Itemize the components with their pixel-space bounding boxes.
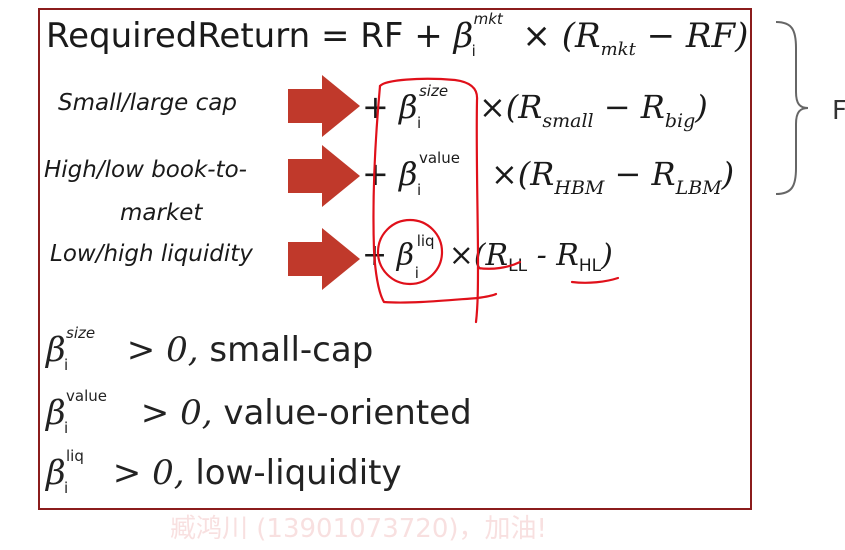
equals-sign: = bbox=[320, 16, 350, 56]
r-hl-sub: HL bbox=[578, 256, 602, 276]
value-close: ) bbox=[721, 155, 735, 193]
size-close: ) bbox=[695, 88, 708, 126]
condition-relation: > 0, bbox=[102, 453, 185, 493]
r-big-sub: big bbox=[664, 110, 696, 132]
liq-close: ) bbox=[601, 238, 613, 273]
size-factor-term: + β size i ×(Rsmall − Rbig) bbox=[362, 82, 708, 132]
condition-text: low-liquidity bbox=[184, 453, 402, 493]
condition-size: β size i > 0, small-cap bbox=[46, 324, 374, 374]
label-book-to-market: High/low book-to- bbox=[44, 157, 247, 183]
value-factor-term: + β value i ×(RHBM − RLBM) bbox=[362, 149, 735, 199]
condition-relation: > 0, bbox=[130, 393, 213, 433]
r-hbm-sub: HBM bbox=[554, 177, 605, 199]
beta-size-sup: size bbox=[418, 82, 449, 100]
beta-size: β size i bbox=[398, 82, 449, 132]
value-minus: − R bbox=[604, 155, 676, 193]
slide-frame bbox=[38, 8, 752, 510]
beta-mkt-sub: i bbox=[471, 42, 476, 60]
condition-liquidity: β liq i > 0, low-liquidity bbox=[46, 447, 402, 497]
beta-liq: β liq i bbox=[396, 232, 435, 282]
condition-value: β value i > 0, value-oriented bbox=[46, 387, 472, 437]
beta-value-sub: i bbox=[416, 181, 422, 199]
size-minus: − R bbox=[593, 88, 665, 126]
beta-sub: i bbox=[64, 356, 69, 374]
beta-liq: β liq i bbox=[46, 447, 84, 497]
required-return-label: RequiredReturn bbox=[46, 16, 311, 56]
beta-size-sub: i bbox=[416, 114, 422, 132]
times-sign: × bbox=[522, 16, 551, 56]
beta-value-sup: value bbox=[418, 149, 460, 167]
plus-sign: + bbox=[362, 155, 389, 193]
label-book-to-market-line2: market bbox=[120, 200, 203, 226]
beta-sup: liq bbox=[66, 447, 84, 465]
arrow-right-icon bbox=[288, 228, 360, 290]
size-paren: ×(R bbox=[478, 88, 543, 126]
beta-value: β value i bbox=[46, 387, 107, 437]
plus-sign: + bbox=[362, 238, 388, 273]
side-label: F bbox=[832, 96, 845, 126]
beta-mkt-sup: mkt bbox=[473, 10, 503, 28]
liq-paren: ×(R bbox=[448, 238, 509, 273]
beta-sub: i bbox=[64, 419, 69, 437]
minus-rf: − RF) bbox=[635, 16, 749, 56]
r-small-sub: small bbox=[542, 110, 594, 132]
beta-mkt: β mkt i bbox=[453, 10, 503, 60]
curly-brace-icon bbox=[775, 21, 809, 195]
r-lbm-sub: LBM bbox=[675, 177, 722, 199]
beta-sup: value bbox=[66, 387, 107, 405]
rf-term: RF bbox=[360, 16, 404, 56]
liq-minus: - R bbox=[527, 238, 579, 273]
r-mkt-sub: mkt bbox=[600, 39, 636, 60]
value-paren: ×(R bbox=[490, 155, 555, 193]
market-paren: (R bbox=[561, 16, 601, 56]
liquidity-factor-term: + β liq i ×(RLL - RHL) bbox=[362, 232, 613, 282]
plus-sign: + bbox=[362, 88, 389, 126]
arrow-right-icon bbox=[288, 145, 360, 207]
beta-sup: size bbox=[66, 324, 96, 342]
beta-liq-sup: liq bbox=[416, 232, 435, 250]
watermark: 臧鸿川 (13901073720)，加油! bbox=[170, 514, 547, 544]
beta-size: β size i bbox=[46, 324, 96, 374]
beta-value: β value i bbox=[398, 149, 460, 199]
condition-text: value-oriented bbox=[212, 393, 472, 433]
main-equation: RequiredReturn = RF + β mkt i × (Rmkt − … bbox=[46, 10, 749, 60]
beta-liq-sub: i bbox=[414, 264, 419, 282]
condition-relation: > 0, bbox=[116, 330, 199, 370]
beta-sub: i bbox=[64, 479, 69, 497]
r-ll-sub: LL bbox=[508, 256, 528, 276]
plus-sign: + bbox=[414, 16, 443, 56]
label-small-large-cap: Small/large cap bbox=[58, 90, 237, 116]
arrow-right-icon bbox=[288, 75, 360, 137]
label-liquidity: Low/high liquidity bbox=[50, 241, 253, 267]
condition-text: small-cap bbox=[198, 330, 374, 370]
